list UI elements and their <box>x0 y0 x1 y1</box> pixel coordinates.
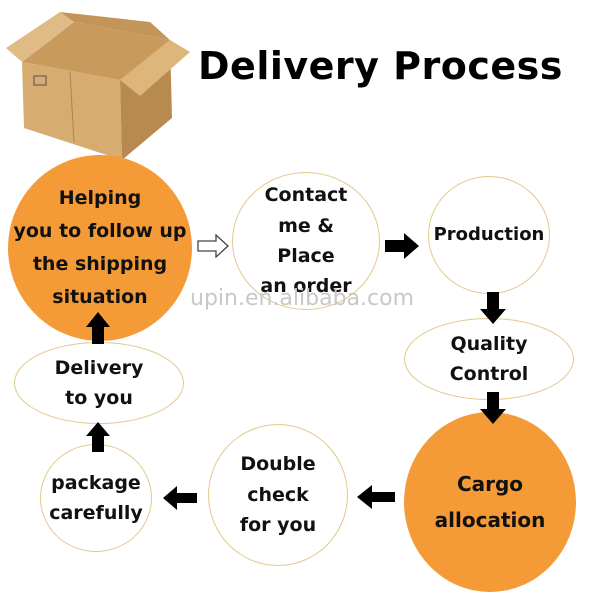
arrow-icon <box>385 233 419 259</box>
step-package: package carefully <box>40 444 152 552</box>
cardboard-box-icon <box>6 12 190 160</box>
page-title: Delivery Process <box>198 44 563 88</box>
arrow-icon <box>480 292 506 324</box>
step-helping: Helping you to follow up the shipping si… <box>8 155 192 341</box>
hollow-arrow-icon <box>197 234 229 258</box>
step-cargo-allocation: Cargo allocation <box>404 412 576 592</box>
step-label: Quality Control <box>449 332 529 385</box>
step-production: Production <box>428 176 550 294</box>
arrow-icon <box>480 392 506 424</box>
watermark: upin.en.alibaba.com <box>190 286 415 311</box>
step-label: Contact me & Place an order <box>260 184 352 298</box>
arrow-icon <box>86 422 110 452</box>
step-label: Double check for you <box>239 453 317 537</box>
step-quality-control: Quality Control <box>404 318 574 400</box>
step-contact: Contact me & Place an order <box>232 172 380 310</box>
step-label: Cargo allocation <box>434 472 546 532</box>
step-label: Production <box>433 223 545 245</box>
step-double-check: Double check for you <box>208 424 348 566</box>
step-label: package carefully <box>49 471 143 524</box>
step-label: Helping you to follow up the shipping si… <box>13 186 187 309</box>
step-label: Delivery to you <box>54 356 144 409</box>
arrow-icon <box>86 312 110 344</box>
arrow-icon <box>163 486 197 510</box>
step-delivery: Delivery to you <box>14 342 184 424</box>
arrow-icon <box>357 485 395 509</box>
